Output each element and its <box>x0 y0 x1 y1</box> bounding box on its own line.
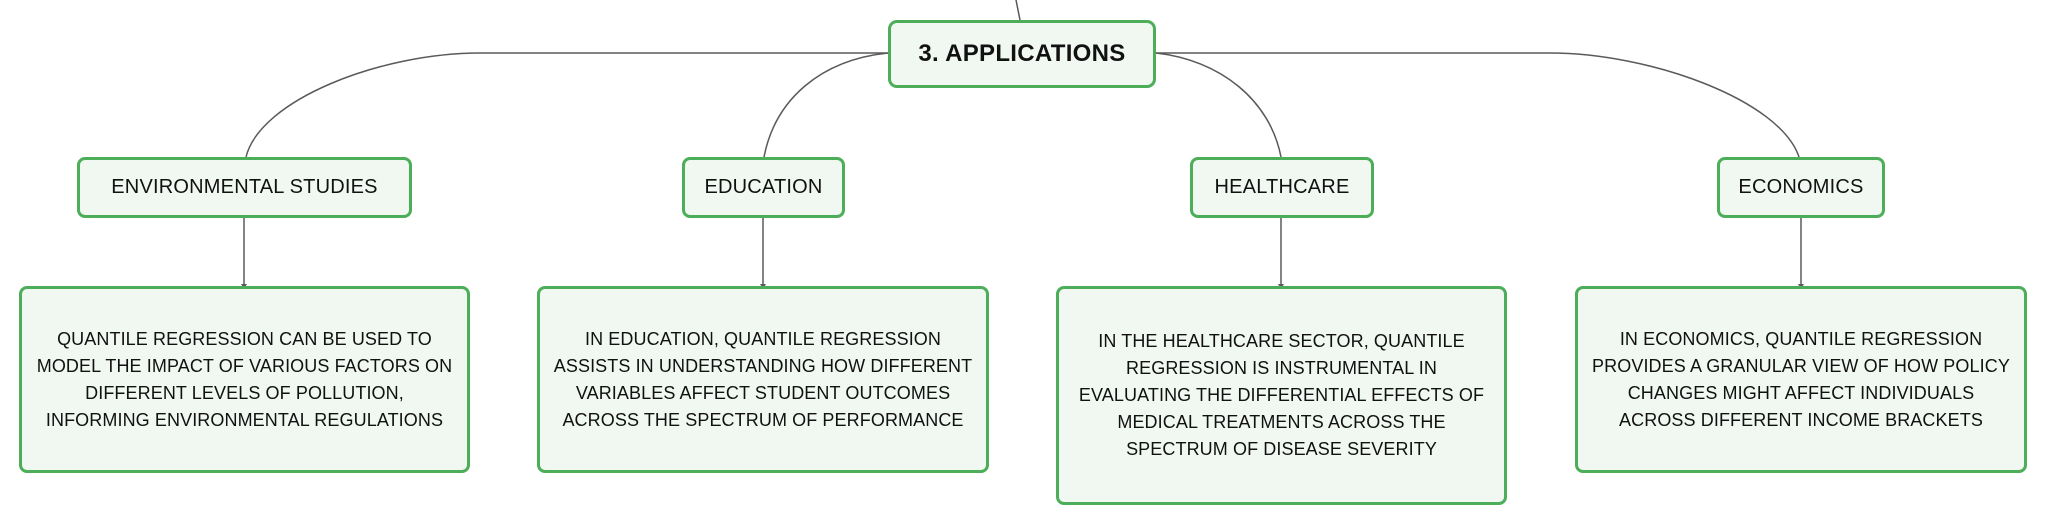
category-node-education[interactable]: EDUCATION <box>682 157 845 218</box>
connector-root-education <box>763 52 889 158</box>
incoming-connector <box>1015 0 1021 21</box>
connector-root-economics <box>1156 52 1800 158</box>
category-node-healthcare[interactable]: HEALTHCARE <box>1190 157 1374 218</box>
detail-node-economics[interactable]: IN ECONOMICS, QUANTILE REGRESSION PROVID… <box>1575 286 2027 473</box>
category-node-environmental-studies[interactable]: ENVIRONMENTAL STUDIES <box>77 157 412 218</box>
category-node-economics[interactable]: ECONOMICS <box>1717 157 1885 218</box>
detail-node-healthcare[interactable]: IN THE HEALTHCARE SECTOR, QUANTILE REGRE… <box>1056 286 1507 505</box>
detail-node-environmental-studies[interactable]: QUANTILE REGRESSION CAN BE USED TO MODEL… <box>19 286 470 473</box>
root-node[interactable]: 3. APPLICATIONS <box>888 20 1156 88</box>
connector-root-healthcare <box>1155 52 1282 158</box>
detail-node-education[interactable]: IN EDUCATION, QUANTILE REGRESSION ASSIST… <box>537 286 989 473</box>
connector-root-environmental <box>245 52 888 158</box>
